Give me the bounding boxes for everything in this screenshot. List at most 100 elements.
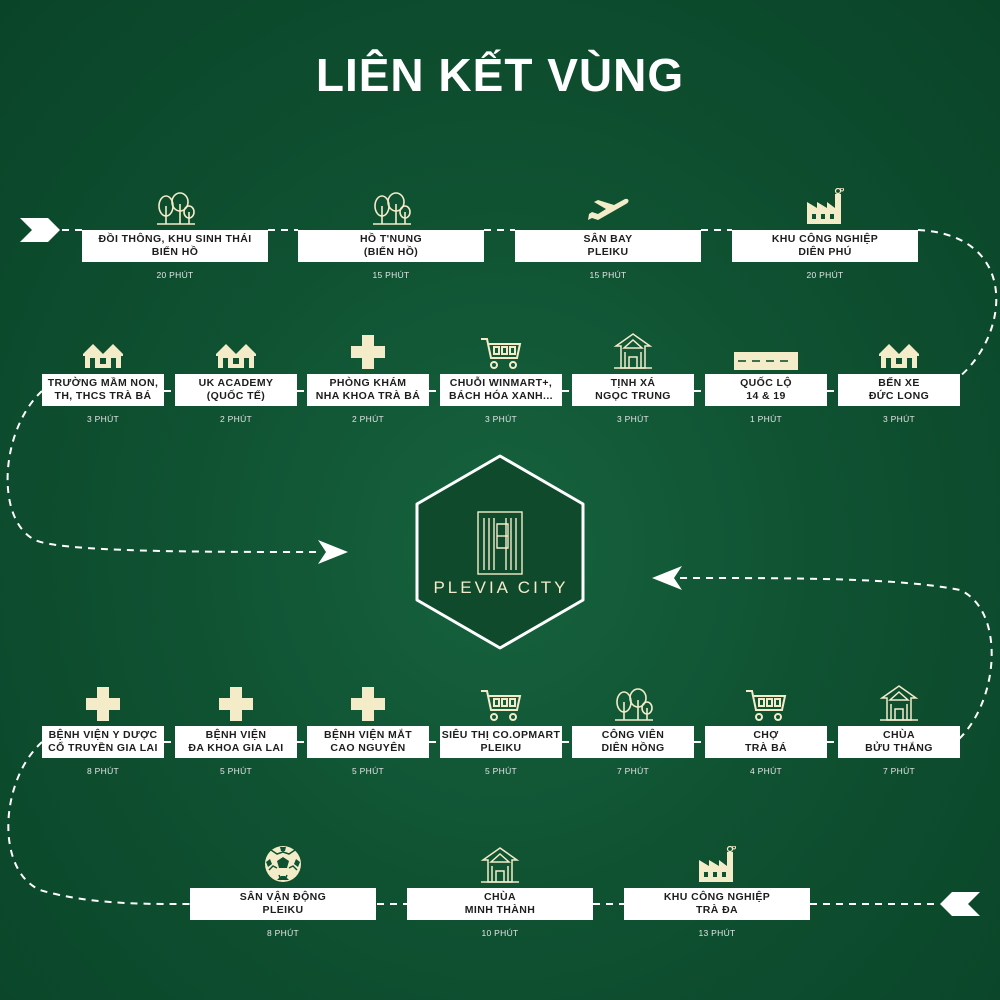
travel-time: 8 PHÚT [266,928,300,938]
trees-icon [572,682,694,722]
travel-time: 15 PHÚT [372,270,410,280]
arrow-right-icon [318,540,348,564]
location-label-line2: DIÊN PHÚ [798,246,852,258]
location-label-line1: UK ACADEMY [198,377,274,389]
travel-time: 8 PHÚT [86,766,120,776]
location-node: CHUỖI WINMART+,BÁCH HÓA XANH...3 PHÚT [440,330,562,430]
trees-icon [298,186,484,226]
location-label-line1: SÂN BAY [583,233,633,245]
medical-cross-icon [42,682,164,722]
travel-time: 5 PHÚT [351,766,385,776]
temple-icon [572,330,694,370]
plevia-logo-icon [477,511,523,575]
travel-time: 5 PHÚT [219,766,253,776]
location-label-line2: TRÀ BÁ [744,742,788,754]
start-chevron-icon [20,218,60,242]
location-label-line2: CỔ TRUYỀN GIA LAI [48,742,158,754]
location-label-line2: PLEIKU [480,742,522,754]
travel-time: 20 PHÚT [156,270,194,280]
location-label-line2: PLEIKU [262,904,304,916]
location-label-line2: TRÀ ĐA [695,904,739,916]
shopping-cart-icon [705,682,827,722]
travel-time: 15 PHÚT [589,270,627,280]
airplane-icon [515,186,701,226]
travel-time: 20 PHÚT [806,270,844,280]
shopping-cart-icon [440,682,562,722]
location-label-line1: QUỐC LỘ [740,377,792,389]
school-icon [42,330,164,370]
location-label-line2: CAO NGUYÊN [330,742,406,754]
travel-time: 3 PHÚT [86,414,120,424]
travel-time: 7 PHÚT [616,766,650,776]
location-label-line2: NHA KHOA TRÀ BÁ [315,390,421,402]
travel-time: 1 PHÚT [749,414,783,424]
location-label-line2: BỬU THẮNG [865,742,933,754]
location-label-line2: NGỌC TRUNG [595,390,671,402]
route-curve [7,741,191,906]
travel-time: 7 PHÚT [882,766,916,776]
location-node: UK ACADEMY(QUỐC TẾ) 2 PHÚT [175,330,297,430]
location-label-line2: MINH THÀNH [464,904,536,916]
location-label-box: HỒ T'NUNG(BIỂN HỒ) [298,230,484,262]
location-label-line2: TH, THCS TRÀ BÁ [54,390,152,402]
location-label-line2: ĐA KHOA GIA LAI [188,742,284,754]
location-label-line1: HỒ T'NUNG [359,233,423,245]
location-label-line2: BÁCH HÓA XANH... [448,390,553,402]
location-label-line2: (BIỂN HỒ) [363,246,419,258]
location-label-line2: DIÊN HỒNG [601,742,665,754]
location-node: HỒ T'NUNG(BIỂN HỒ) 15 PHÚT [298,186,484,286]
location-label-box: CHUỖI WINMART+,BÁCH HÓA XANH... [440,374,562,406]
travel-time: 2 PHÚT [219,414,253,424]
location-node: TRƯỜNG MẦM NON,TH, THCS TRÀ BÁ 3 PHÚT [42,330,164,430]
factory-icon [624,844,810,884]
arrow-left-icon [652,566,682,590]
location-label-line2: ĐỨC LONG [868,390,930,402]
location-label-line2: (QUỐC TẾ) [206,390,266,402]
shopping-cart-icon [440,330,562,370]
location-label-line1: TRƯỜNG MẦM NON, [47,377,159,389]
location-label-line1: BỆNH VIỆN Y DƯỢC [48,729,158,741]
house-icon [838,330,960,370]
road-icon [705,330,827,370]
medical-cross-icon [307,682,429,722]
route-curve [6,390,321,553]
route-curve [917,229,998,379]
location-label-line1: CHÙA [484,891,516,903]
travel-time: 13 PHÚT [698,928,736,938]
location-label-line1: CÔNG VIÊN [601,729,665,741]
location-label-line1: KHU CÔNG NGHIỆP [663,891,771,903]
location-label-line2: BIỂN HỒ [151,246,199,258]
location-label-line1: BỆNH VIỆN MẮT [323,729,413,741]
trees-icon [82,186,268,226]
medical-cross-icon [175,682,297,722]
route-curve [679,577,993,741]
travel-time: 10 PHÚT [481,928,519,938]
